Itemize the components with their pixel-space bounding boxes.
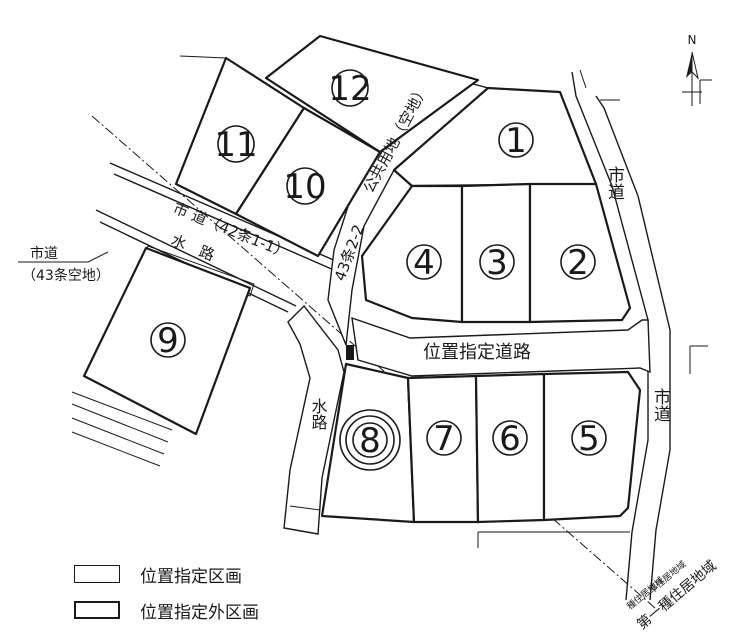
- lot-9-number: 9: [157, 321, 179, 361]
- lot-6-marker: 6: [492, 419, 528, 459]
- lot-4-number: 4: [413, 243, 435, 283]
- legend-item-non-designated: 位置指定外区画: [74, 592, 259, 628]
- legend-label-designated: 位置指定区画: [140, 566, 242, 587]
- lot-11-marker: 11: [214, 125, 257, 165]
- lots: [82, 34, 642, 524]
- lot-2-marker: 2: [560, 243, 596, 283]
- lot-1-number: 1: [505, 121, 527, 161]
- lot-7-marker: 7: [426, 419, 462, 459]
- city-road-43-label: 市道: [30, 245, 58, 262]
- lot-1-marker: 1: [498, 121, 534, 161]
- lot-2-number: 2: [567, 243, 589, 283]
- legend: 位置指定区画 位置指定外区画: [74, 556, 259, 628]
- designated-road: [351, 316, 651, 377]
- offsite-lines: [18, 251, 173, 467]
- city-road-east-upper-label: 市道: [604, 166, 625, 200]
- lot-11-number: 11: [214, 125, 257, 165]
- city-road-east-lower-label: 市道: [650, 388, 671, 422]
- lot-5-marker: 5: [571, 419, 607, 459]
- lot-3-number: 3: [486, 243, 508, 283]
- legend-label-non-designated: 位置指定外区画: [140, 602, 259, 623]
- lot-8-marker: 8: [339, 409, 401, 471]
- lot-9-marker: 9: [150, 321, 186, 361]
- lot-7-number: 7: [433, 419, 455, 459]
- legend-swatch-thin: [74, 565, 120, 583]
- lot-12-number: 12: [328, 69, 371, 109]
- water-channel-left: [283, 304, 345, 535]
- lot-10-number: 10: [283, 167, 326, 207]
- city-road-43-sub-label: （43条空地）: [22, 267, 110, 284]
- lot-6-number: 6: [499, 419, 521, 459]
- lot-3-marker: 3: [479, 243, 515, 283]
- lot-4-marker: 4: [406, 243, 442, 283]
- lot-5-number: 5: [578, 419, 600, 459]
- lot-12-marker: 12: [328, 69, 371, 109]
- legend-swatch-thick: [74, 601, 120, 619]
- water-channel-left-label: 水路: [309, 398, 328, 430]
- lot-10-marker: 10: [283, 167, 326, 207]
- lot-8-number: 8: [359, 421, 381, 461]
- north-label: N: [688, 33, 697, 47]
- north-arrow-icon: N: [682, 33, 702, 106]
- legend-item-designated: 位置指定区画: [74, 556, 259, 592]
- designated-road-label: 位置指定道路: [423, 342, 531, 363]
